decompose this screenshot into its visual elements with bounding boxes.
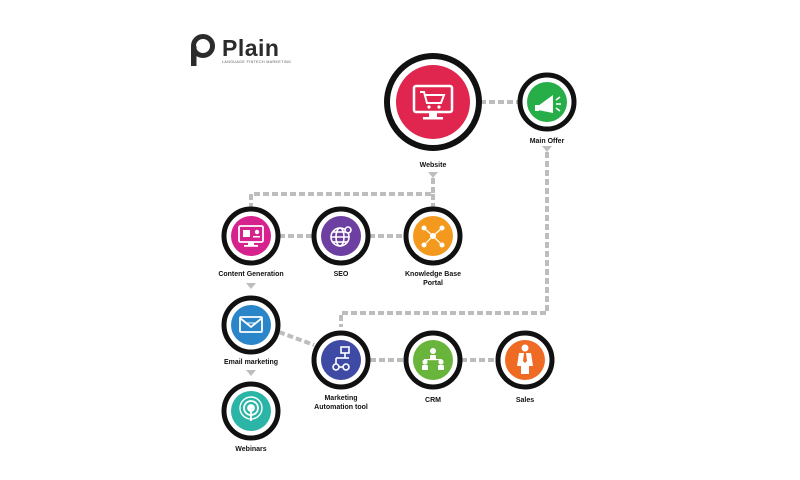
node-fill — [231, 305, 271, 345]
node-knowledge-base — [403, 206, 463, 266]
arrow-email-down — [246, 370, 256, 376]
person-icon — [517, 344, 533, 374]
node-fill — [321, 216, 361, 256]
arrow-content-down — [246, 283, 256, 289]
connector-website-branch — [249, 178, 435, 207]
node-website — [384, 53, 482, 151]
label-content-generation: Content Generation — [218, 271, 284, 278]
label-crm: CRM — [425, 397, 441, 404]
node-webinars — [221, 381, 281, 441]
cart-monitor-icon — [412, 84, 454, 120]
globe-icon — [330, 226, 352, 247]
brand-tagline: LANGUAGE FINTECH MARKETING — [222, 60, 292, 64]
node-crm — [403, 330, 463, 390]
label-sales: Sales — [515, 397, 535, 404]
megaphone-icon — [535, 95, 561, 113]
brand-logo: Plain LANGUAGE FINTECH MARKETING — [190, 33, 300, 69]
arrows — [246, 146, 552, 376]
brand-name: Plain — [222, 35, 280, 61]
logo-p-icon — [191, 34, 215, 66]
label-knowledge-base: Knowledge Base Portal — [404, 271, 461, 287]
label-webinars: Webinars — [235, 446, 267, 453]
content-monitor-icon — [238, 225, 264, 247]
label-website: Website — [419, 162, 447, 169]
arrow-main-offer-down — [542, 146, 552, 152]
envelope-icon — [239, 316, 263, 333]
workflow-icon — [332, 346, 350, 371]
connector-email-automation — [278, 330, 315, 347]
label-email-marketing: Email marketing — [223, 359, 279, 366]
node-email-marketing — [221, 295, 281, 355]
broadcast-icon — [239, 396, 263, 421]
connector-main-offer-automation — [339, 152, 549, 327]
node-marketing-automation — [311, 330, 371, 390]
node-content-generation — [221, 206, 281, 266]
group-icon — [422, 348, 444, 370]
node-seo — [311, 206, 371, 266]
node-sales — [495, 330, 555, 390]
node-fill — [231, 216, 271, 256]
arrow-website-down — [428, 172, 438, 178]
node-fill — [321, 340, 361, 380]
connectors — [249, 100, 549, 362]
network-people-icon — [421, 225, 445, 248]
label-main-offer: Main Offer — [529, 138, 565, 145]
label-seo: SEO — [333, 271, 349, 278]
node-main-offer — [517, 72, 577, 132]
label-marketing-automation: Marketing Automation tool — [314, 395, 368, 411]
